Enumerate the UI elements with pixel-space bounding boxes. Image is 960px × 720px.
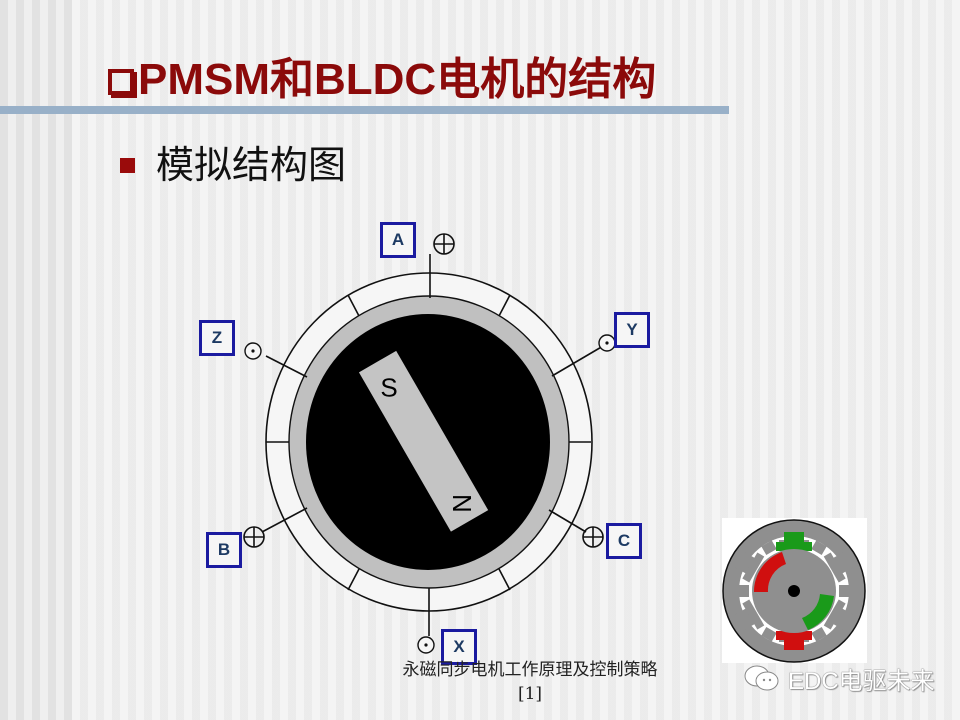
slide-title: PMSM和BLDC电机的结构: [108, 52, 656, 108]
phase-z-dot-circle-icon: [244, 342, 262, 360]
phase-a-cross-circle-icon: [433, 233, 455, 255]
phase-y-dot-circle-icon: [598, 334, 616, 352]
phase-x-dot-circle-icon: [417, 636, 435, 654]
magnet-south-label: S: [380, 372, 397, 402]
wechat-icon: [744, 665, 779, 691]
phase-label-a: A: [380, 222, 416, 258]
phase-c-cross-circle-icon: [582, 526, 604, 548]
caption-line-2: [1]: [517, 684, 543, 704]
title-underline-rule: [0, 106, 729, 114]
phase-label-x: X: [441, 629, 477, 665]
stator-slot-dividers: [266, 294, 591, 591]
watermark-text: EDC电驱未来: [788, 667, 935, 695]
phase-label-z: Z: [199, 320, 235, 356]
filled-square-bullet-icon: [120, 158, 135, 173]
phase-b-cross-circle-icon: [243, 526, 265, 548]
phase-label-b: B: [206, 532, 242, 568]
slide-caption: 永磁同步电机工作原理及控制策略 [1]: [380, 658, 680, 706]
bullet-text: 模拟结构图: [156, 143, 347, 187]
magnet-north-label: N: [447, 494, 477, 513]
phase-label-c: C: [606, 523, 642, 559]
background-stripes: [0, 0, 72, 720]
caption-line-1: 永磁同步电机工作原理及控制策略: [402, 660, 658, 680]
rotor-magnet: S N: [358, 350, 489, 532]
bldc-cross-section-image: [722, 518, 867, 663]
watermark: EDC电驱未来: [742, 662, 935, 695]
phase-label-y: Y: [614, 312, 650, 348]
slide-title-text: PMSM和BLDC电机的结构: [138, 55, 657, 104]
hollow-square-bullet-icon: [108, 69, 134, 95]
